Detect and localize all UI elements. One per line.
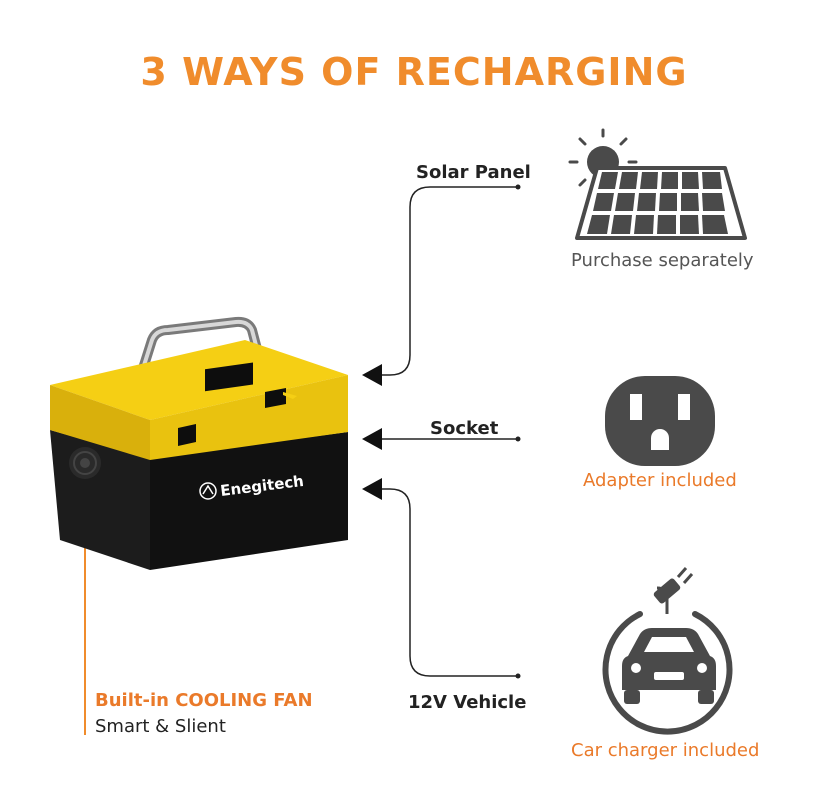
solar-panel-icon xyxy=(568,128,747,240)
arrow-socket-icon xyxy=(362,428,382,450)
caption-socket: Adapter included xyxy=(583,470,737,491)
fan-callout: Built-in COOLING FAN Smart & Slient xyxy=(95,688,313,740)
brand-logo-icon xyxy=(199,482,217,500)
fan-title: Built-in COOLING FAN xyxy=(95,690,313,711)
arrow-vehicle-icon xyxy=(362,478,382,500)
label-socket: Socket xyxy=(430,418,499,439)
label-solar-panel: Solar Panel xyxy=(416,162,531,183)
connector-vehicle xyxy=(382,488,518,677)
power-station xyxy=(50,316,348,570)
car-charger-icon xyxy=(602,567,733,735)
fan-subtitle: Smart & Slient xyxy=(95,716,226,737)
socket-icon xyxy=(605,376,715,466)
lcd-display xyxy=(205,362,253,392)
fan-grille xyxy=(69,447,101,479)
page-title: 3 WAYS OF RECHARGING xyxy=(140,50,688,94)
connector-solar xyxy=(382,186,518,376)
caption-solar-panel: Purchase separately xyxy=(571,250,754,271)
label-12v-vehicle: 12V Vehicle xyxy=(408,692,527,713)
caption-12v-vehicle: Car charger included xyxy=(571,740,760,761)
arrow-solar-icon xyxy=(362,364,382,386)
